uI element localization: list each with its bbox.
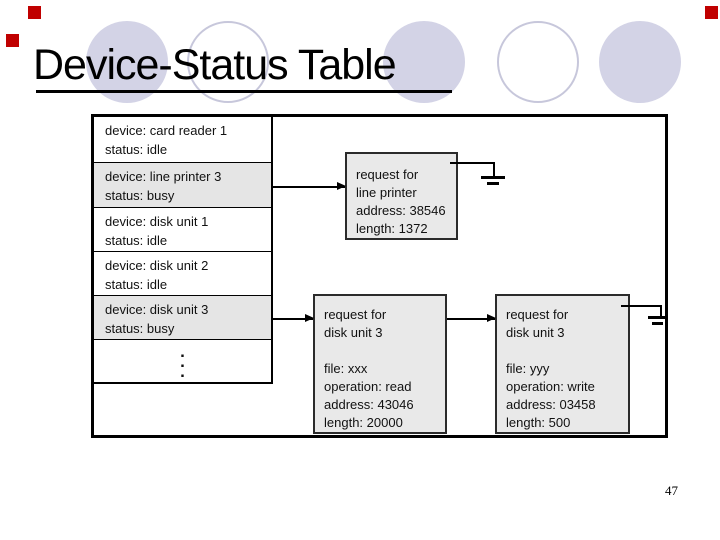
- request-block-disk3-write: request for disk unit 3 file: yyy operat…: [495, 294, 630, 434]
- null-terminator-icon: [450, 162, 495, 164]
- accent-square-top-left: [28, 6, 41, 19]
- block-line: [506, 342, 628, 360]
- page-title: Device-Status Table: [33, 41, 397, 89]
- status-label: status: idle: [105, 277, 168, 292]
- status-label: status: idle: [105, 142, 168, 157]
- block-line: operation: write: [506, 379, 595, 394]
- block-line: request for: [356, 167, 419, 182]
- block-line: line printer: [356, 185, 417, 200]
- status-label: status: busy: [105, 321, 175, 336]
- title-underline: [36, 90, 452, 93]
- arrow-disk3-queue: [273, 314, 314, 322]
- table-row-disk-unit-1: device: disk unit 1 status: idle: [94, 208, 273, 252]
- device-label: device: disk unit 3: [105, 302, 209, 317]
- table-row-card-reader-1: device: card reader 1 status: idle: [94, 117, 273, 163]
- device-status-diagram: device: card reader 1 status: idle devic…: [91, 114, 668, 438]
- decor-circle-2: [187, 21, 269, 103]
- device-label: device: disk unit 1: [105, 214, 209, 229]
- device-label: device: line printer 3: [105, 169, 222, 184]
- block-line: file: xxx: [324, 361, 368, 376]
- table-row-ellipsis: . . .: [94, 340, 273, 384]
- table-row-line-printer-3: device: line printer 3 status: busy: [94, 163, 273, 208]
- block-line: disk unit 3: [324, 325, 383, 340]
- block-line: request for: [506, 307, 569, 322]
- null-terminator-icon: [481, 176, 505, 179]
- decor-circle-5: [599, 21, 681, 103]
- block-line: file: yyy: [506, 361, 550, 376]
- decor-circle-1: [86, 21, 168, 103]
- null-terminator-icon: [652, 322, 663, 325]
- accent-square-left: [6, 34, 19, 47]
- arrow-disk3-next: [447, 314, 496, 322]
- request-block-line-printer: request for line printer address: 38546 …: [345, 152, 458, 240]
- null-terminator-icon: [621, 305, 662, 307]
- table-row-disk-unit-2: device: disk unit 2 status: idle: [94, 252, 273, 296]
- decor-circle-4: [497, 21, 579, 103]
- null-terminator-icon: [648, 316, 665, 319]
- block-line: [324, 342, 445, 360]
- block-line: address: 38546: [356, 203, 446, 218]
- block-line: disk unit 3: [506, 325, 565, 340]
- block-line: request for: [324, 307, 387, 322]
- status-label: status: busy: [105, 188, 175, 203]
- block-line: operation: read: [324, 379, 412, 394]
- request-block-disk3-read: request for disk unit 3 file: xxx operat…: [313, 294, 447, 434]
- decor-circle-3: [383, 21, 465, 103]
- null-terminator-icon: [493, 162, 495, 177]
- table-row-disk-unit-3: device: disk unit 3 status: busy: [94, 296, 273, 340]
- accent-square-top-right: [705, 6, 718, 19]
- null-terminator-icon: [660, 305, 662, 317]
- block-line: length: 1372: [356, 221, 428, 236]
- device-label: device: disk unit 2: [105, 258, 209, 273]
- status-label: status: idle: [105, 233, 168, 248]
- arrow-line-printer-queue: [273, 182, 346, 190]
- block-line: address: 03458: [506, 397, 596, 412]
- null-terminator-icon: [487, 182, 499, 185]
- block-line: length: 500: [506, 415, 571, 430]
- device-label: device: card reader 1: [105, 123, 228, 138]
- table-ellipsis: . . .: [180, 342, 185, 381]
- block-line: length: 20000: [324, 415, 403, 430]
- page-number: 47: [665, 483, 678, 498]
- block-line: address: 43046: [324, 397, 414, 412]
